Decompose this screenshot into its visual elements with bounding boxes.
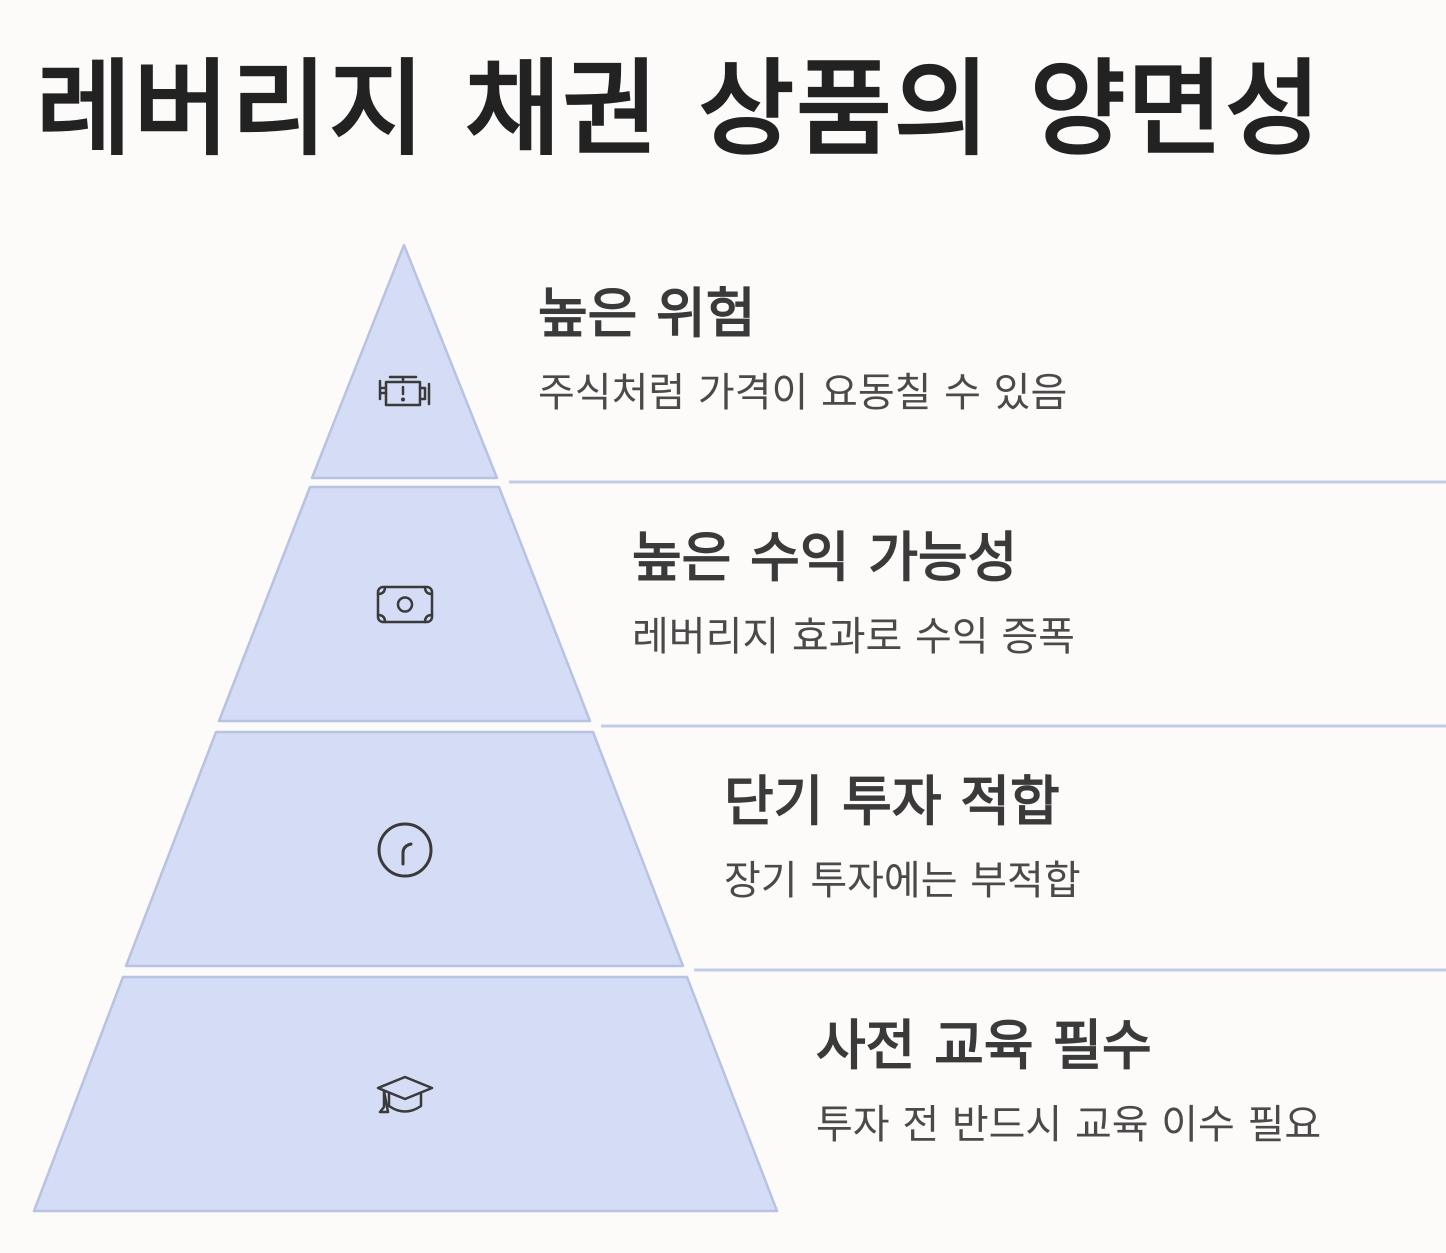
tier-2-text: 높은 수익 가능성 레버리지 효과로 수익 증폭 (632, 526, 1075, 661)
page-title: 레버리지 채권 상품의 양면성 (36, 48, 1323, 170)
tier-4-text: 사전 교육 필수 투자 전 반드시 교육 이수 필요 (816, 1014, 1321, 1149)
tier-1-text: 높은 위험 주식처럼 가격이 요동칠 수 있음 (538, 282, 1067, 417)
graduation-cap-icon (376, 1075, 434, 1114)
warning-engine-icon (378, 375, 431, 407)
tier-2-description: 레버리지 효과로 수익 증폭 (632, 613, 1075, 660)
tier-1-title: 높은 위험 (538, 282, 756, 345)
tier-1-description: 주식처럼 가격이 요동칠 수 있음 (538, 369, 1068, 416)
tier-4-title: 사전 교육 필수 (816, 1014, 1152, 1077)
pyramid-tier-2 (217, 485, 592, 723)
tier-3-title: 단기 투자 적합 (724, 770, 1060, 833)
tier-4-description: 투자 전 반드시 교육 이수 필요 (816, 1101, 1322, 1148)
tier-2-title: 높은 수익 가능성 (632, 526, 1018, 589)
clock-icon (377, 822, 433, 878)
tier-3-description: 장기 투자에는 부적합 (724, 857, 1081, 904)
pyramid-tier-4 (32, 975, 779, 1213)
cash-bill-icon (376, 585, 434, 624)
pyramid-tier-1 (310, 243, 499, 480)
tier-3-text: 단기 투자 적합 장기 투자에는 부적합 (724, 770, 1081, 905)
